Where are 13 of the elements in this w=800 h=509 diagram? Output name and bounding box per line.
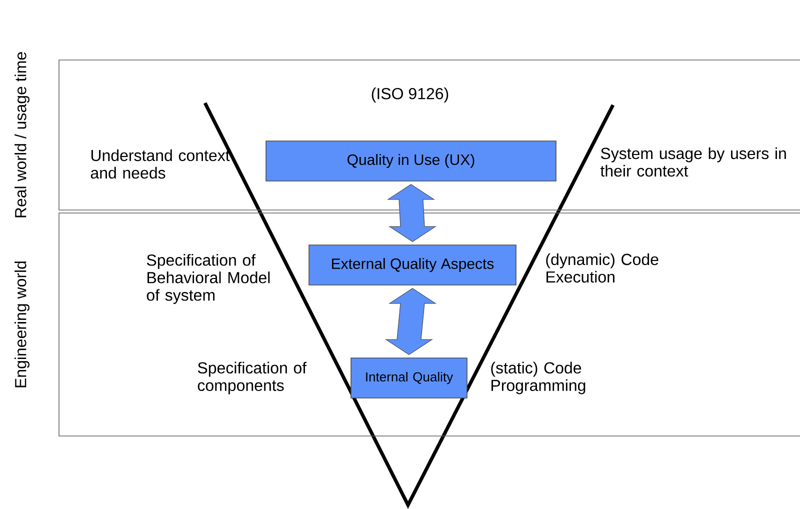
- annotation-text: Specification of Behavioral Model of system: [146, 254, 270, 304]
- node-label: Real world / usage time: [14, 52, 30, 218]
- annotation-text: Understand context and needs: [90, 149, 230, 179]
- annotation-text: (dynamic) Code Execution: [546, 253, 658, 283]
- double-arrow: [385, 288, 437, 355]
- node-label: Engineering world: [14, 262, 30, 388]
- quality-box: Quality in Use (UX): [266, 140, 556, 182]
- annotation-text: (ISO 9126): [372, 88, 448, 102]
- quality-box: External Quality Aspects: [308, 244, 516, 286]
- annotation-text: Specification of components: [198, 362, 307, 394]
- quality-box: Internal Quality: [350, 358, 468, 398]
- annotation-text: System usage by users in their context: [600, 147, 786, 177]
- annotation-text: (static) Code Programming: [491, 362, 586, 394]
